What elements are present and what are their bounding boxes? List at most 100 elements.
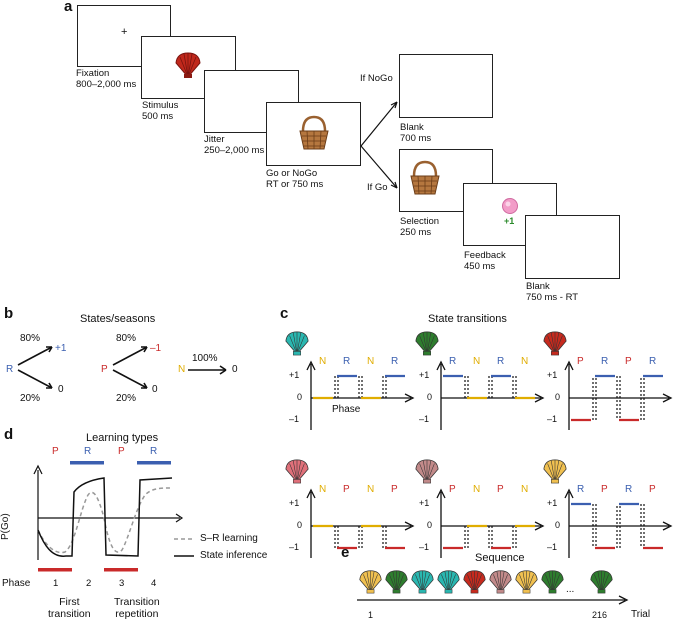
state-letter: P xyxy=(625,356,632,367)
y-tick-label: –1 xyxy=(289,542,300,552)
transition-axes xyxy=(436,360,545,430)
y-tick-label: +1 xyxy=(419,370,430,380)
transition-plot: +1 0 –1 R N R N xyxy=(413,330,548,430)
shell-icon xyxy=(175,52,201,78)
state-letter: P xyxy=(391,484,398,495)
y-tick-label: 0 xyxy=(427,392,433,402)
shell-icon xyxy=(385,570,408,594)
panel-d-letter: d xyxy=(4,426,14,443)
panel-a-letter: a xyxy=(64,0,73,15)
blank-frame-1 xyxy=(399,54,493,118)
shell-icon xyxy=(415,331,439,356)
state-letter: N xyxy=(473,484,481,495)
state-letter: N xyxy=(473,356,481,367)
stimulus-caption: Stimulus 500 ms xyxy=(142,100,179,122)
y-tick-label: 0 xyxy=(427,520,433,530)
panel-c-title: State transitions xyxy=(428,313,507,325)
legend-state: State inference xyxy=(200,550,268,561)
shell-icon xyxy=(515,570,538,594)
y-tick-label: 0 xyxy=(555,520,561,530)
y-tick-label: +1 xyxy=(419,498,430,508)
r-state-label: R xyxy=(6,364,14,375)
y-tick-label: +1 xyxy=(289,370,300,380)
shell-icon xyxy=(489,570,512,594)
d-state-p1: P xyxy=(52,446,59,457)
y-tick-label: –1 xyxy=(547,542,558,552)
if-nogo-label: If NoGo xyxy=(360,73,393,84)
state-letter: R xyxy=(497,356,505,367)
legend-sr: S–R learning xyxy=(200,533,258,544)
basket-icon xyxy=(410,160,440,195)
state-letter: R xyxy=(449,356,457,367)
if-go-label: If Go xyxy=(367,182,388,193)
state-letter: N xyxy=(319,484,327,495)
shell-icon xyxy=(543,459,567,484)
y-tick-label: +1 xyxy=(547,370,558,380)
shell-icon xyxy=(285,459,309,484)
e-trial-label: Trial xyxy=(631,609,651,620)
feedback-frame: +1 xyxy=(463,183,557,246)
e-ellipsis: ... xyxy=(566,584,575,595)
y-tick-label: 0 xyxy=(297,392,303,402)
transition-axes xyxy=(306,360,415,430)
r-top-pct: 80% xyxy=(20,333,41,344)
coin-icon xyxy=(502,198,518,214)
transition-axes xyxy=(564,488,673,558)
gonogo-frame xyxy=(266,102,361,166)
shell-icon xyxy=(415,459,439,484)
panel-e-title: Sequence xyxy=(475,552,525,564)
blank-frame-2 xyxy=(525,215,620,279)
y-tick-label: 0 xyxy=(297,520,303,530)
panel-b-letter: b xyxy=(4,305,14,322)
y-tick-label: –1 xyxy=(419,414,430,424)
state-letter: N xyxy=(521,356,529,367)
d-transition-repetition: Transition repetition xyxy=(114,596,160,620)
p-top-pct: 80% xyxy=(116,333,137,344)
branch-arrows xyxy=(360,101,398,189)
r-bot-pct: 20% xyxy=(20,393,41,404)
state-outcome-arrows xyxy=(17,346,227,389)
blank2-caption: Blank 750 ms - RT xyxy=(526,281,579,303)
transition-axes xyxy=(564,360,673,430)
panel-e-letter: e xyxy=(341,544,350,561)
d-state-p2: P xyxy=(118,446,125,457)
shell-icon xyxy=(543,331,567,356)
y-tick-label: –1 xyxy=(289,414,300,424)
state-letter: N xyxy=(521,484,529,495)
blank1-caption: Blank 700 ms xyxy=(400,122,432,144)
shell-icon xyxy=(437,570,460,594)
jitter-caption: Jitter 250–2,000 ms xyxy=(204,134,265,156)
d-phase-4: 4 xyxy=(151,578,157,589)
y-tick-label: –1 xyxy=(547,414,558,424)
gonogo-caption: Go or NoGo RT or 750 ms xyxy=(266,168,324,190)
r-bot-val: 0 xyxy=(58,384,64,395)
transition-axes xyxy=(306,488,415,558)
state-letter: P xyxy=(601,484,608,495)
shell-icon xyxy=(463,570,486,594)
state-letter: P xyxy=(577,356,584,367)
d-phase-2: 2 xyxy=(86,578,92,589)
state-letter: P xyxy=(343,484,350,495)
state-letter: R xyxy=(601,356,609,367)
n-val: 0 xyxy=(232,364,238,375)
shell-icon xyxy=(285,331,309,356)
state-letter: P xyxy=(649,484,656,495)
selection-caption: Selection 250 ms xyxy=(400,216,440,238)
state-letter: N xyxy=(367,356,375,367)
p-state-label: P xyxy=(101,364,108,375)
feedback-caption: Feedback 450 ms xyxy=(464,250,506,272)
learning-types-plot xyxy=(33,461,194,572)
shell-icon xyxy=(359,570,382,594)
d-phase-word: Phase xyxy=(2,578,31,589)
state-letter: R xyxy=(625,484,633,495)
d-state-r1: R xyxy=(84,446,92,457)
basket-icon xyxy=(299,115,329,150)
d-phase-1: 1 xyxy=(53,578,59,589)
p-bot-pct: 20% xyxy=(116,393,137,404)
p-bot-val: 0 xyxy=(152,384,158,395)
e-end: 216 xyxy=(592,610,608,620)
panel-b-title: States/seasons xyxy=(80,313,156,325)
